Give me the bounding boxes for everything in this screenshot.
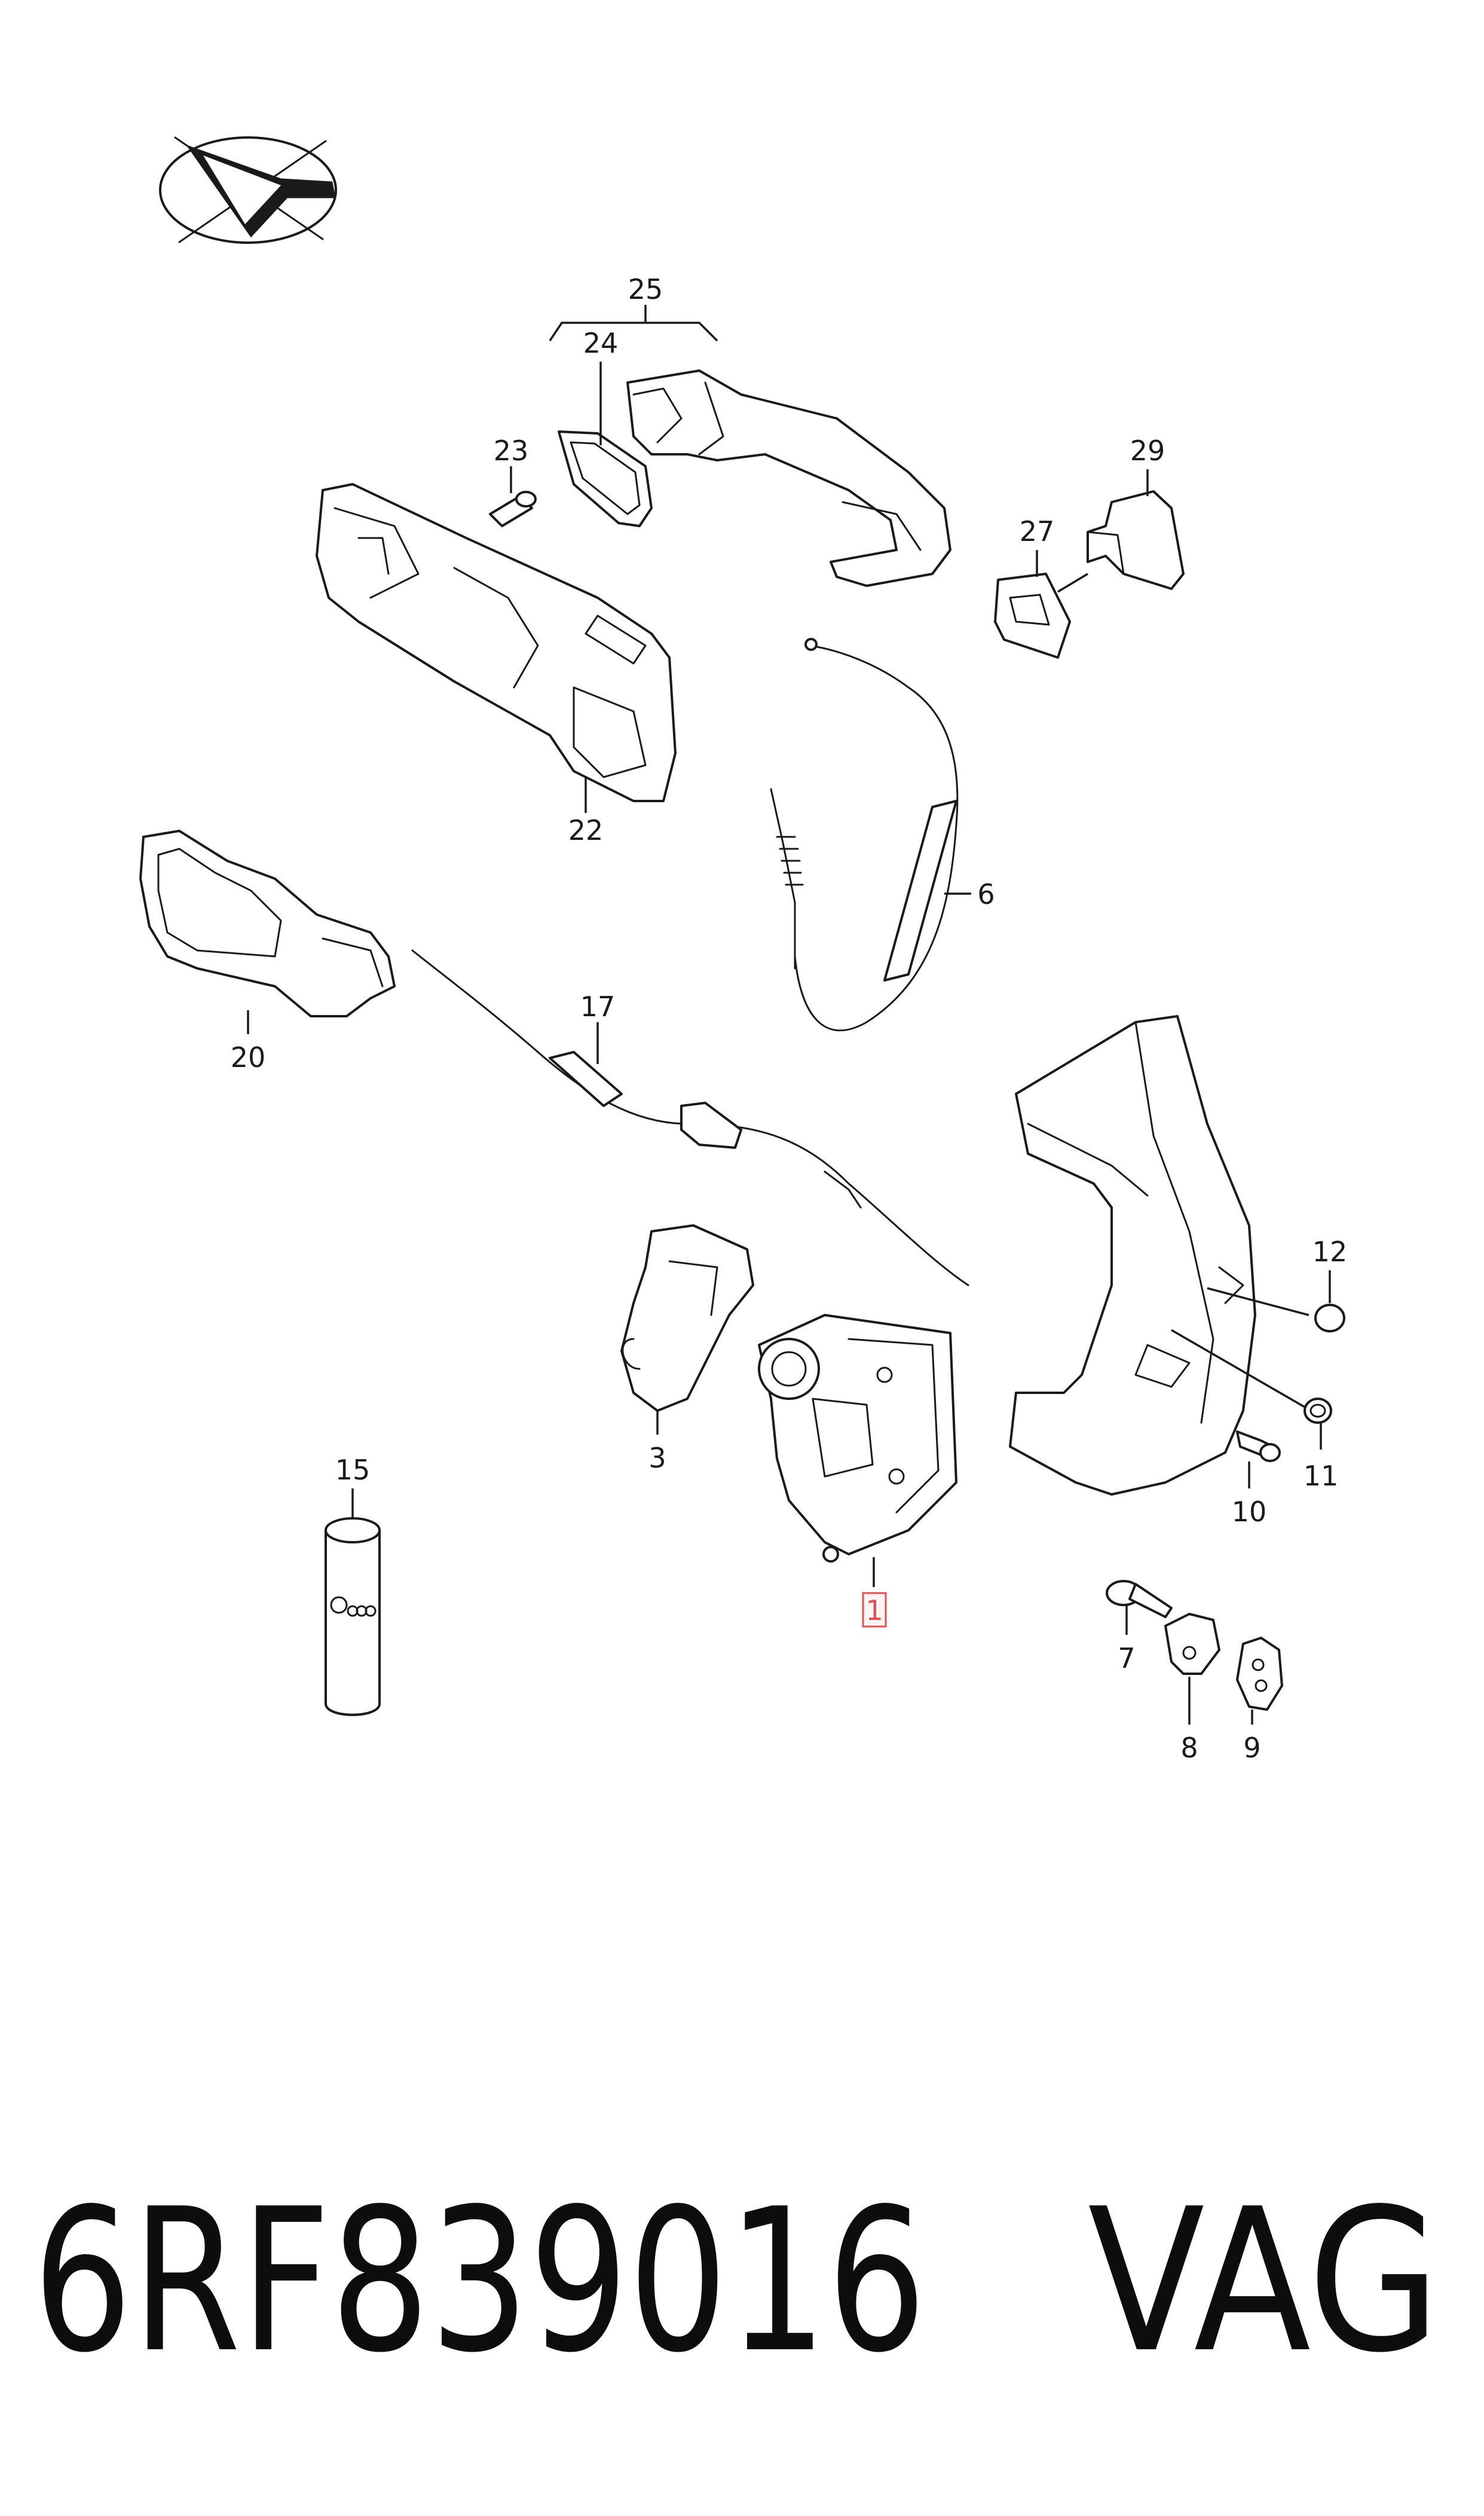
callout-29: 29 (1130, 435, 1165, 467)
part-3-cover (620, 1224, 754, 1412)
part-25-exterior-handle (626, 369, 951, 587)
part-27-seal (994, 573, 1071, 659)
callout-27: 27 (1020, 515, 1055, 548)
part-15-spray-can (325, 1517, 381, 1716)
callout-23: 23 (494, 435, 529, 467)
callout-1: 1 (865, 1594, 883, 1627)
callout-22: 22 (568, 814, 604, 846)
callout-11: 11 (1304, 1460, 1339, 1492)
part-number: 6RF839016 (33, 2166, 926, 2396)
part-17-cable (411, 949, 969, 1286)
callout-15: 15 (335, 1454, 371, 1486)
callout-20: 20 (231, 1041, 266, 1074)
callout-25: 25 (628, 273, 663, 305)
direction-arrow-icon (159, 136, 337, 244)
callout-1-highlight (862, 1592, 887, 1628)
callout-10: 10 (1232, 1496, 1267, 1528)
callout-17: 17 (580, 990, 616, 1023)
part-12-plug (1314, 1304, 1345, 1332)
part-11-clip (1304, 1398, 1332, 1424)
part-1-door-lock (758, 1314, 957, 1563)
part-10-bolt (1236, 1430, 1281, 1462)
door-pillar-section (1009, 1015, 1256, 1496)
callout-24: 24 (583, 327, 619, 359)
vw-audi-logo-icon (330, 1596, 377, 1617)
callout-12: 12 (1312, 1236, 1348, 1268)
callout-9: 9 (1243, 1732, 1260, 1764)
callout-8: 8 (1180, 1732, 1198, 1764)
part-23-screw (489, 491, 537, 527)
part-22-handle-carrier (316, 483, 677, 802)
part-7-bolt (1106, 1580, 1173, 1618)
brand-name: VAG (1088, 2166, 1440, 2396)
part-24-gasket (558, 430, 653, 527)
leader-lines (247, 305, 1331, 1725)
part-8-striker (1164, 1613, 1220, 1675)
part-6-bowden-cable (770, 638, 959, 1032)
callout-3: 3 (648, 1442, 666, 1474)
callout-6: 6 (977, 878, 995, 910)
callout-7: 7 (1118, 1642, 1135, 1674)
part-29-cap (1087, 490, 1185, 590)
part-20-interior-handle (139, 830, 396, 1017)
part-9-plate (1236, 1637, 1283, 1711)
